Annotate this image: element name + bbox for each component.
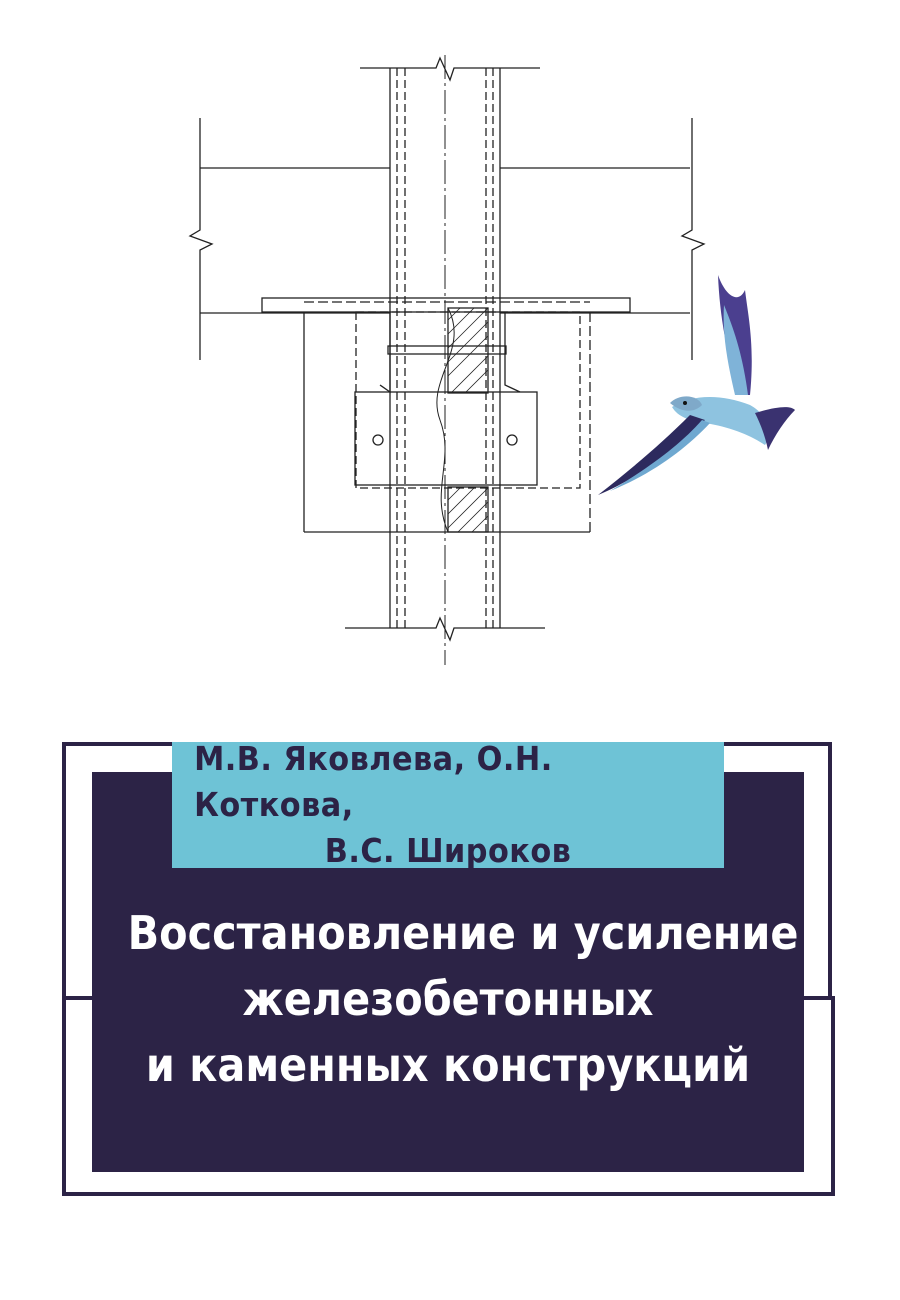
- title-line-3: и каменных конструкций: [145, 1038, 751, 1092]
- author-panel: М.В. Яковлева, О.Н. Коткова, В.С. Широко…: [172, 739, 724, 870]
- author-line-1: М.В. Яковлева, О.Н. Коткова,: [194, 739, 553, 824]
- cover-frame-lower: [62, 996, 835, 1196]
- book-title: Восстановление и усиление железобетонных…: [92, 900, 804, 1098]
- author-line-2: В.С. Широков: [324, 831, 572, 870]
- bird-illustration: [598, 275, 795, 495]
- technical-drawing: [188, 55, 706, 665]
- title-line-1: Восстановление и усиление: [127, 906, 799, 960]
- title-line-2: железобетонных: [242, 972, 654, 1026]
